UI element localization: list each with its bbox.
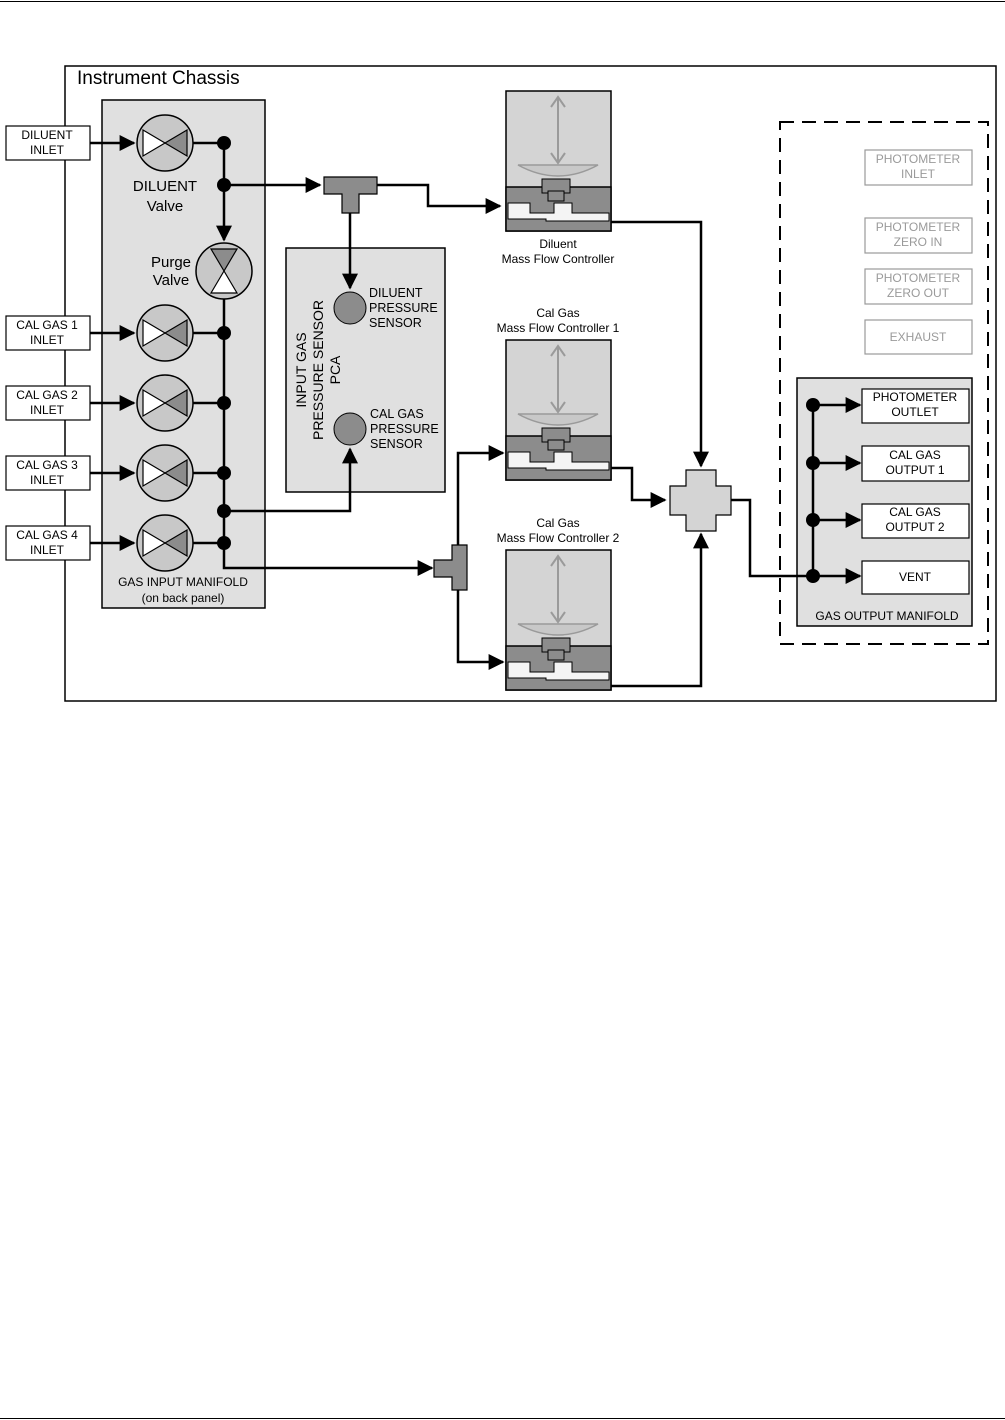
cal-gas-1-inlet-port[interactable]: CAL GAS 1 INLET (5, 315, 91, 351)
port-label: PHOTOMETER (873, 390, 958, 404)
inlet-label: CAL GAS 1 (16, 318, 78, 332)
input-manifold-label: GAS INPUT MANIFOLD (118, 575, 248, 589)
diluent-valve-icon[interactable] (136, 114, 194, 172)
cal-gas-1-valve-icon[interactable] (136, 304, 194, 362)
inlet-sublabel: INLET (30, 403, 65, 417)
port-sublabel: OUTPUT 2 (885, 520, 944, 534)
photometer-zero-in-port[interactable]: PHOTOMETER ZERO IN (864, 217, 973, 254)
mixing-cross-fitting (669, 469, 732, 532)
purge-valve-label: Purge (151, 254, 191, 271)
cal-gas-2-valve-icon[interactable] (136, 374, 194, 432)
calgas-to-tee-line (222, 543, 434, 576)
calgas-mfc2-sublabel: Mass Flow Controller 2 (497, 531, 620, 545)
inlet-label: DILUENT (21, 128, 73, 142)
cal-gas-output-2-port[interactable]: CAL GAS OUTPUT 2 (861, 503, 970, 539)
diluent-flow-lines (224, 177, 502, 290)
calgas-sensor-line3: SENSOR (370, 437, 423, 451)
diluent-inlet-port[interactable]: DILUENT INLET (5, 125, 91, 161)
port-label: CAL GAS (889, 448, 941, 462)
port-sublabel: INLET (901, 167, 936, 181)
vent-port[interactable]: VENT (861, 560, 970, 595)
diluent-sensor-line2: PRESSURE (369, 301, 438, 315)
port-sublabel: OUTPUT 1 (885, 463, 944, 477)
diluent-sensor-line3: SENSOR (369, 316, 422, 330)
diluent-mfc-label: Diluent (539, 237, 577, 251)
inlet-label: CAL GAS 4 (16, 528, 78, 542)
diluent-tee-fitting (323, 176, 378, 214)
calgas-pressure-line (224, 447, 358, 513)
photometer-outlet-port[interactable]: PHOTOMETER OUTLET (861, 388, 970, 424)
cal-gas-4-valve-icon[interactable] (136, 514, 194, 572)
purge-valve-icon[interactable] (195, 242, 253, 300)
manifold-junctions (217, 136, 231, 550)
calgas-pressure-sensor-icon (333, 412, 367, 446)
diluent-pressure-sensor-icon (333, 291, 367, 325)
pca-title-line2: PRESSURE SENSOR (310, 300, 326, 440)
calgas-mfc2-label: Cal Gas (536, 516, 579, 530)
optional-photometer-region (779, 121, 989, 645)
calgas-sensor-line2: PRESSURE (370, 422, 439, 436)
mfc-output-lines (611, 220, 813, 688)
calgas-mfc1-sublabel: Mass Flow Controller 1 (497, 321, 620, 335)
inlet-sublabel: INLET (30, 143, 65, 157)
port-label: PHOTOMETER (876, 271, 961, 285)
calgas-split-lines (456, 445, 505, 670)
diluent-valve-sublabel: Valve (147, 198, 183, 215)
diluent-mfc-icon (505, 90, 612, 232)
diluent-valve-label: DILUENT (133, 178, 197, 195)
purge-valve-sublabel: Valve (153, 272, 189, 289)
input-gas-pressure-pca (285, 247, 446, 493)
port-sublabel: ZERO OUT (887, 286, 950, 300)
port-label: VENT (899, 570, 932, 584)
port-label: PHOTOMETER (876, 152, 961, 166)
inlet-lines (90, 135, 136, 551)
cal-gas-output-1-port[interactable]: CAL GAS OUTPUT 1 (861, 445, 970, 482)
photometer-inlet-port[interactable]: PHOTOMETER INLET (864, 149, 973, 186)
inlet-label: CAL GAS 2 (16, 388, 78, 402)
port-label: CAL GAS (889, 505, 941, 519)
inlet-label: CAL GAS 3 (16, 458, 78, 472)
cal-gas-3-valve-icon[interactable] (136, 444, 194, 502)
port-sublabel: OUTLET (891, 405, 939, 419)
cal-gas-3-inlet-port[interactable]: CAL GAS 3 INLET (5, 455, 91, 491)
inlet-sublabel: INLET (30, 333, 65, 347)
photometer-zero-out-port[interactable]: PHOTOMETER ZERO OUT (864, 268, 973, 305)
calgas-mfc2-icon (505, 549, 612, 691)
calgas-mfc1-label: Cal Gas (536, 306, 579, 320)
cal-gas-2-inlet-port[interactable]: CAL GAS 2 INLET (5, 385, 91, 421)
input-manifold-sublabel: (on back panel) (142, 591, 225, 605)
pca-title-line1: INPUT GAS (293, 332, 309, 407)
pca-title-line3: PCA (327, 355, 343, 384)
inlet-sublabel: INLET (30, 543, 65, 557)
diluent-mfc-sublabel: Mass Flow Controller (502, 252, 615, 266)
chassis-title: Instrument Chassis (77, 68, 240, 89)
cal-gas-4-inlet-port[interactable]: CAL GAS 4 INLET (5, 525, 91, 561)
calgas-sensor-line1: CAL GAS (370, 407, 424, 421)
inlet-sublabel: INLET (30, 473, 65, 487)
port-label: PHOTOMETER (876, 220, 961, 234)
port-label: EXHAUST (890, 330, 947, 344)
output-manifold-label: GAS OUTPUT MANIFOLD (815, 609, 958, 623)
diluent-sensor-line1: DILUENT (369, 286, 423, 300)
calgas-tee-fitting (433, 544, 468, 591)
calgas-mfc1-icon (505, 339, 612, 481)
port-sublabel: ZERO IN (894, 235, 943, 249)
exhaust-port[interactable]: EXHAUST (864, 319, 973, 355)
